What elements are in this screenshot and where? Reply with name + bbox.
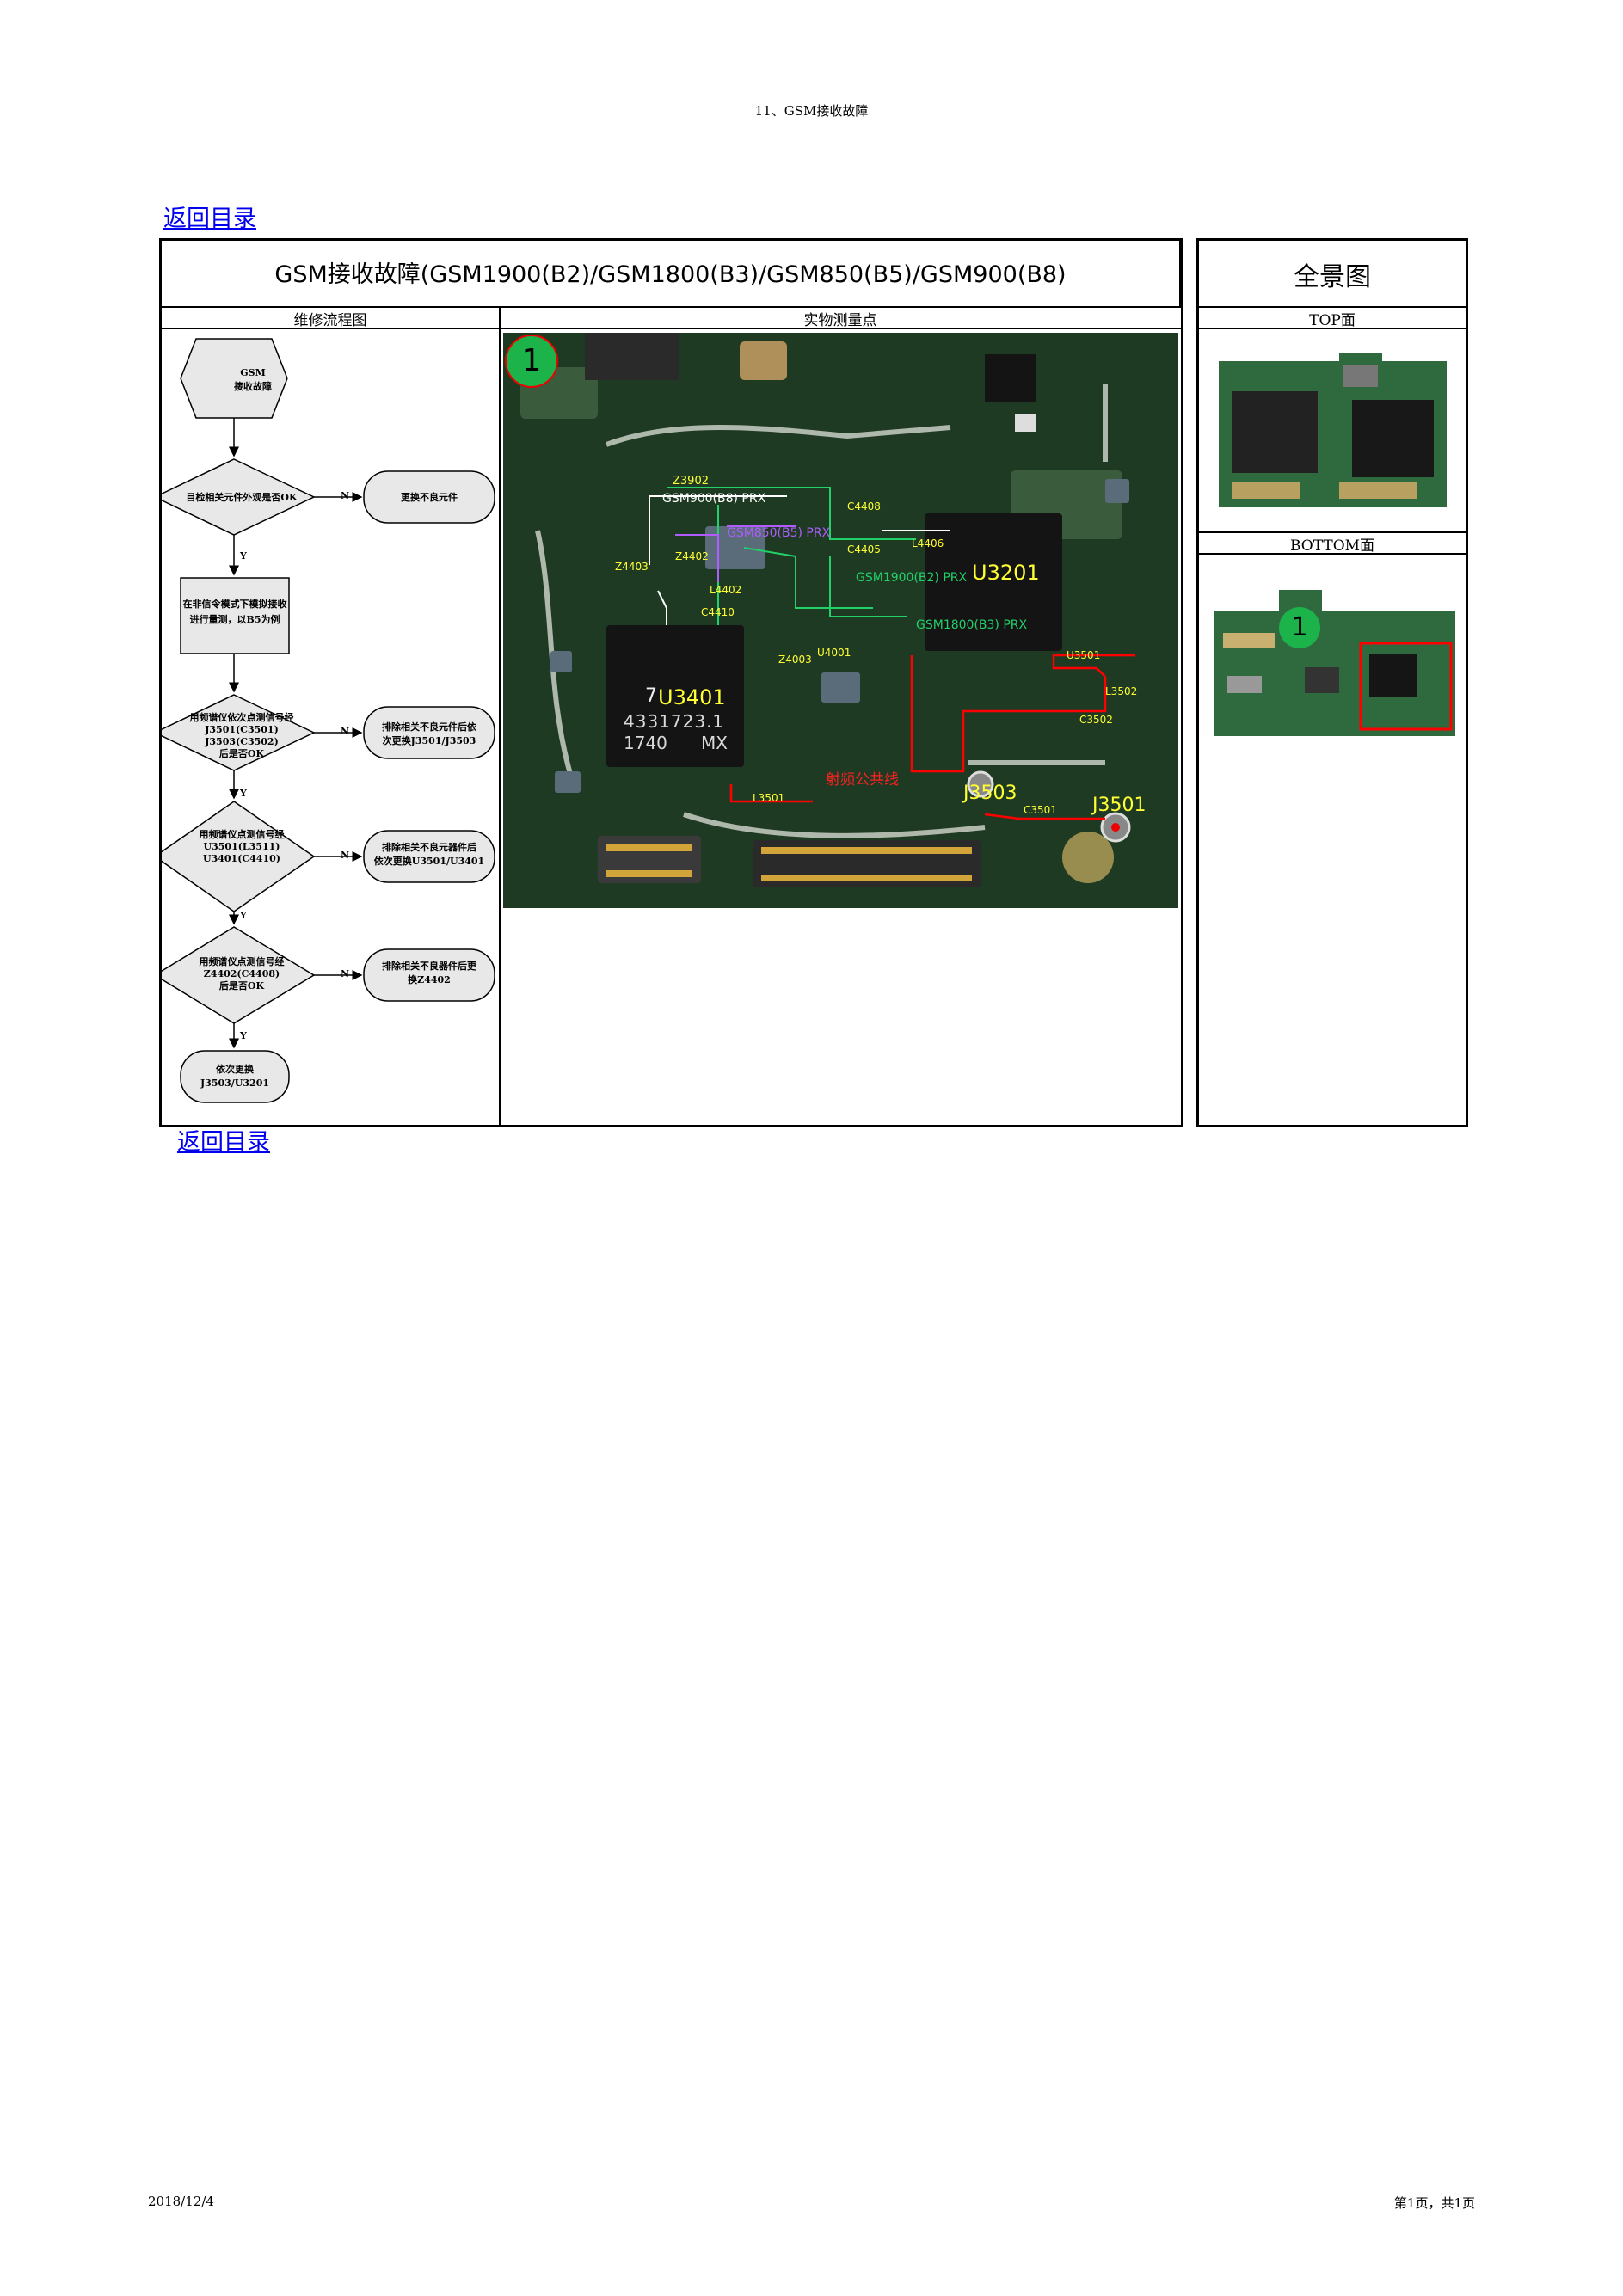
no-label-4: N — [341, 968, 350, 979]
action-node-3 — [363, 830, 495, 883]
decision-3-line-3: U3401(C4410) — [203, 853, 280, 864]
l3501-label: L3501 — [753, 792, 785, 804]
u3401-code-line4: MX — [701, 733, 728, 753]
u3501-label: U3501 — [1067, 649, 1101, 661]
action-4-line-2: 换Z4402 — [408, 974, 451, 985]
procedure-table — [159, 238, 1183, 1127]
end-line-2: J3503/U3201 — [200, 1077, 270, 1089]
start-node — [180, 338, 288, 419]
action-3-line-1: 排除相关不良元器件后 — [382, 842, 476, 853]
yes-label-1: Y — [240, 550, 247, 562]
z4403-label: Z4403 — [615, 561, 649, 573]
no-label-3: N — [341, 850, 350, 861]
repair-flowchart — [162, 338, 495, 1103]
u3401-code-line2: 4331723.1 — [624, 711, 725, 732]
action-node-4 — [363, 948, 495, 1002]
top-side-photo — [1210, 340, 1456, 522]
back-to-contents-link-top[interactable]: 返回目录 — [163, 206, 256, 232]
overview-title: 全景图 — [1294, 262, 1371, 292]
decision-2-line-3: J3503(C3502) — [205, 736, 279, 747]
c3501-label: C3501 — [1024, 804, 1057, 816]
end-line-1: 依次更换 — [216, 1064, 254, 1075]
c4410-label: C4410 — [701, 606, 735, 618]
action-1-text: 更换不良元件 — [401, 492, 458, 503]
measurement-marker-1: 1 — [505, 335, 558, 388]
u3401-code-line3: 1740 — [624, 733, 667, 753]
action-node-2 — [363, 706, 495, 759]
j3501-label: J3501 — [1092, 795, 1147, 816]
page-header: 11、GSM接收故障 — [754, 103, 869, 119]
step-line-2: 进行量测，以B5为例 — [189, 614, 280, 625]
decision-1-text: 目检相关元件外观是否OK — [186, 492, 298, 503]
step-node — [180, 577, 290, 654]
main-title: GSM接收故障(GSM1900(B2)/GSM1800(B3)/GSM850(B… — [274, 261, 1067, 288]
no-label-2: N — [341, 726, 350, 737]
decision-4-line-2: Z4402(C4408) — [203, 968, 280, 979]
bottom-side-photo: 1 — [1210, 573, 1456, 749]
footer-date: 2018/12/4 — [148, 2194, 214, 2209]
start-line-2: 接收故障 — [234, 381, 272, 392]
decision-2-line-4: 后是否OK — [218, 748, 265, 759]
action-2-line-2: 次更换J3501/J3503 — [382, 735, 476, 746]
j3503-label: J3503 — [963, 783, 1017, 804]
step-line-1: 在非信令模式下模拟接收 — [182, 599, 287, 610]
u3401-label: U3401 — [658, 685, 726, 709]
z4003-label: Z4003 — [778, 654, 812, 666]
back-to-contents-link-bottom[interactable]: 返回目录 — [177, 1129, 270, 1156]
bottom-side-label: BOTTOM面 — [1289, 537, 1375, 555]
yes-label-3: Y — [240, 910, 247, 921]
gsm850-path-label: GSM850(B5) PRX — [727, 526, 831, 540]
top-side-label: TOP面 — [1309, 312, 1356, 329]
decision-2-line-1: 用频谱仪依次点测信号经 — [189, 712, 294, 723]
action-node-1 — [363, 470, 495, 524]
action-3-line-2: 依次更换U3501/U3401 — [373, 856, 485, 867]
l3502-label: L3502 — [1105, 685, 1138, 697]
action-2-line-1: 排除相关不良元件后依 — [382, 721, 476, 733]
z4402-label: Z4402 — [675, 550, 709, 562]
gsm900-path-label: GSM900(B8) PRX — [662, 492, 766, 506]
u3201-label: U3201 — [972, 561, 1040, 585]
u3401-code-line1: 7 — [645, 685, 657, 707]
overview-marker-1: 1 — [1279, 607, 1320, 648]
end-node — [180, 1050, 290, 1103]
yes-label-4: Y — [240, 1030, 247, 1041]
footer-page-number: 第1页，共1页 — [1393, 2195, 1475, 2211]
flowchart-column-header: 维修流程图 — [293, 312, 367, 329]
z3902-label: Z3902 — [673, 475, 709, 488]
c4408-label: C4408 — [847, 500, 881, 513]
decision-3-line-1: 用频谱仪点测信号经 — [199, 829, 285, 840]
decision-2-line-2: J3501(C3501) — [205, 724, 279, 735]
gsm1900-path-label: GSM1900(B2) PRX — [856, 571, 968, 585]
pcb-measurement-photo: 1 7 U3401 4331723.1 1740 MX U3201 J3503 … — [503, 333, 1178, 908]
l4406-label: L4406 — [912, 537, 944, 549]
c3502-label: C3502 — [1079, 714, 1113, 726]
overview-table — [1196, 238, 1468, 1127]
action-4-line-1: 排除相关不良器件后更 — [382, 961, 476, 972]
no-label-1: N — [341, 490, 350, 501]
u4001-label: U4001 — [817, 647, 851, 659]
decision-3-line-2: U3501(L3511) — [203, 841, 280, 852]
yes-label-2: Y — [240, 788, 247, 799]
c4405-label: C4405 — [847, 543, 881, 556]
decision-4-line-1: 用频谱仪点测信号经 — [199, 956, 285, 967]
rf-common-line-label: 射频公共线 — [826, 771, 899, 789]
gsm1800-path-label: GSM1800(B3) PRX — [916, 618, 1028, 632]
l4402-label: L4402 — [710, 584, 742, 596]
decision-4-line-3: 后是否OK — [218, 980, 265, 991]
start-line-1: GSM — [240, 367, 266, 378]
points-column-header: 实物测量点 — [803, 312, 877, 329]
